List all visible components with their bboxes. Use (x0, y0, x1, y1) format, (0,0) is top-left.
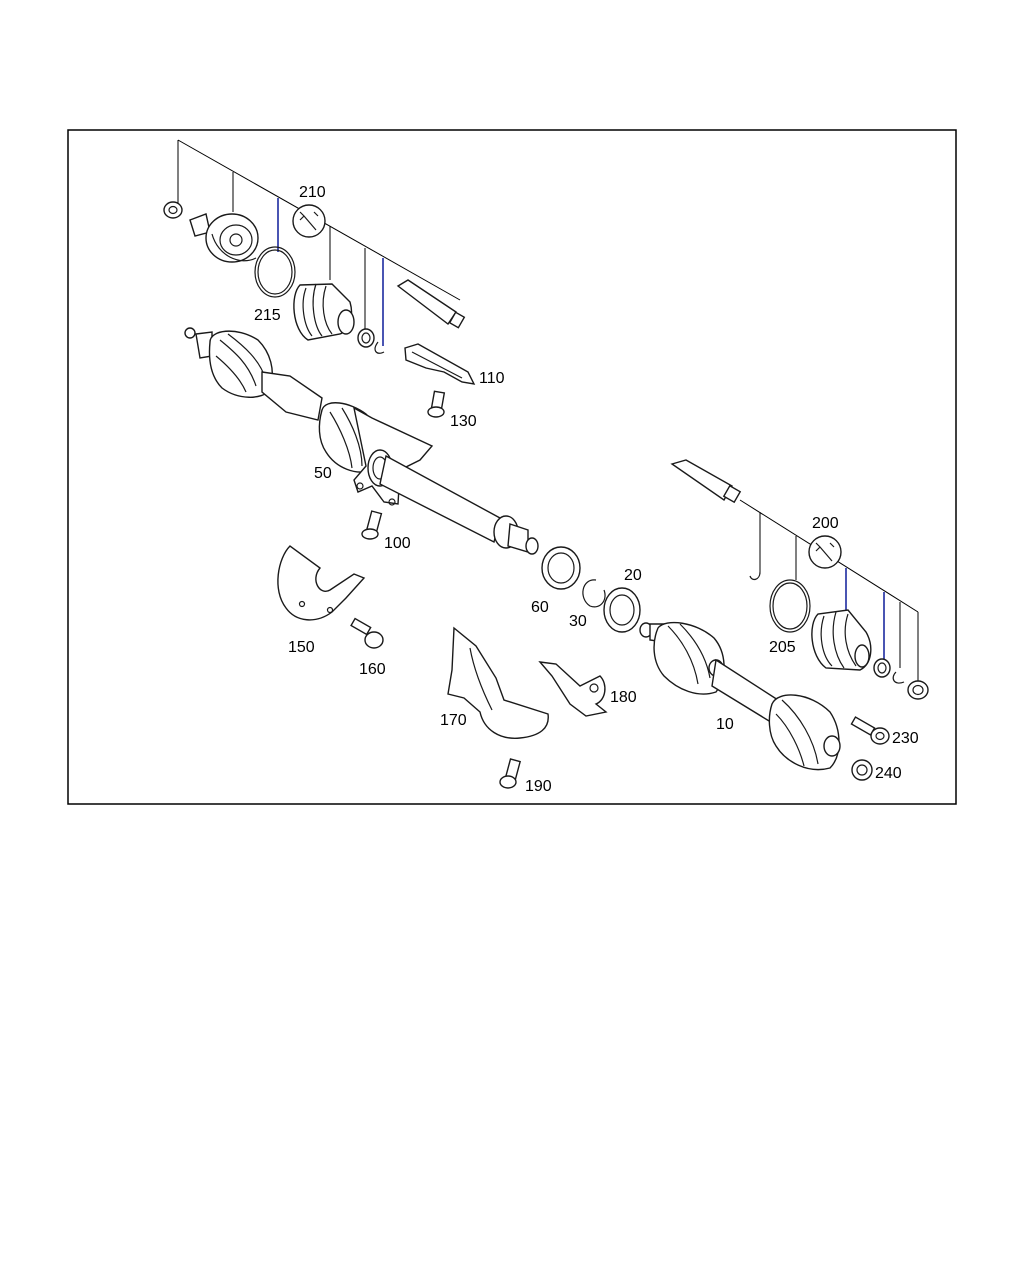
label-180: 180 (610, 689, 637, 706)
main-axle-shaft-upper (184, 327, 539, 555)
upper-cv-joint (189, 213, 259, 263)
label-10: 10 (716, 716, 734, 733)
label-170: 170 (440, 712, 467, 729)
bracket-180 (538, 661, 608, 717)
clamp-ring-205 (769, 579, 811, 633)
seal-ring-20 (603, 587, 641, 633)
label-110: 110 (479, 370, 505, 387)
label-205: 205 (769, 639, 796, 656)
label-190: 190 (525, 778, 552, 795)
label-160: 160 (359, 661, 386, 678)
label-150: 150 (288, 639, 315, 656)
diagram-border (67, 129, 957, 805)
label-60: 60 (531, 599, 549, 616)
label-210: 210 (299, 184, 326, 201)
lower-circlip (892, 671, 905, 684)
lower-boot (811, 609, 872, 671)
main-axle-shaft-lower (639, 621, 841, 771)
label-215: 215 (254, 307, 281, 324)
label-200: 200 (812, 515, 839, 532)
label-50: 50 (314, 465, 332, 482)
upper-grease-tube (396, 279, 466, 329)
lower-hook (749, 571, 761, 581)
label-240: 240 (875, 765, 902, 782)
bolt-190 (499, 758, 522, 789)
lower-grease-tube (670, 459, 742, 504)
bolt-160 (350, 617, 384, 649)
wrench-icon-210 (292, 204, 326, 238)
upper-boot (293, 283, 355, 341)
heat-shield-150 (277, 545, 366, 621)
bolt-230 (850, 716, 890, 745)
upper-circlip (374, 341, 385, 354)
heat-shield-110 (404, 343, 476, 385)
label-100: 100 (384, 535, 411, 552)
lower-nut (907, 680, 929, 700)
circlip-30 (582, 579, 606, 608)
bolt-100 (361, 510, 383, 540)
label-20: 20 (624, 567, 642, 584)
upper-clip (357, 328, 375, 348)
label-130: 130 (450, 413, 477, 430)
clamp-ring-215 (254, 246, 296, 298)
heat-shield-170 (447, 626, 549, 739)
upper-nut (163, 201, 183, 219)
nut-240 (851, 759, 873, 781)
seal-60 (541, 546, 581, 590)
wrench-icon-200 (808, 535, 842, 569)
bolt-130 (427, 390, 446, 418)
label-230: 230 (892, 730, 919, 747)
lower-clip (873, 658, 891, 678)
label-30: 30 (569, 613, 587, 630)
